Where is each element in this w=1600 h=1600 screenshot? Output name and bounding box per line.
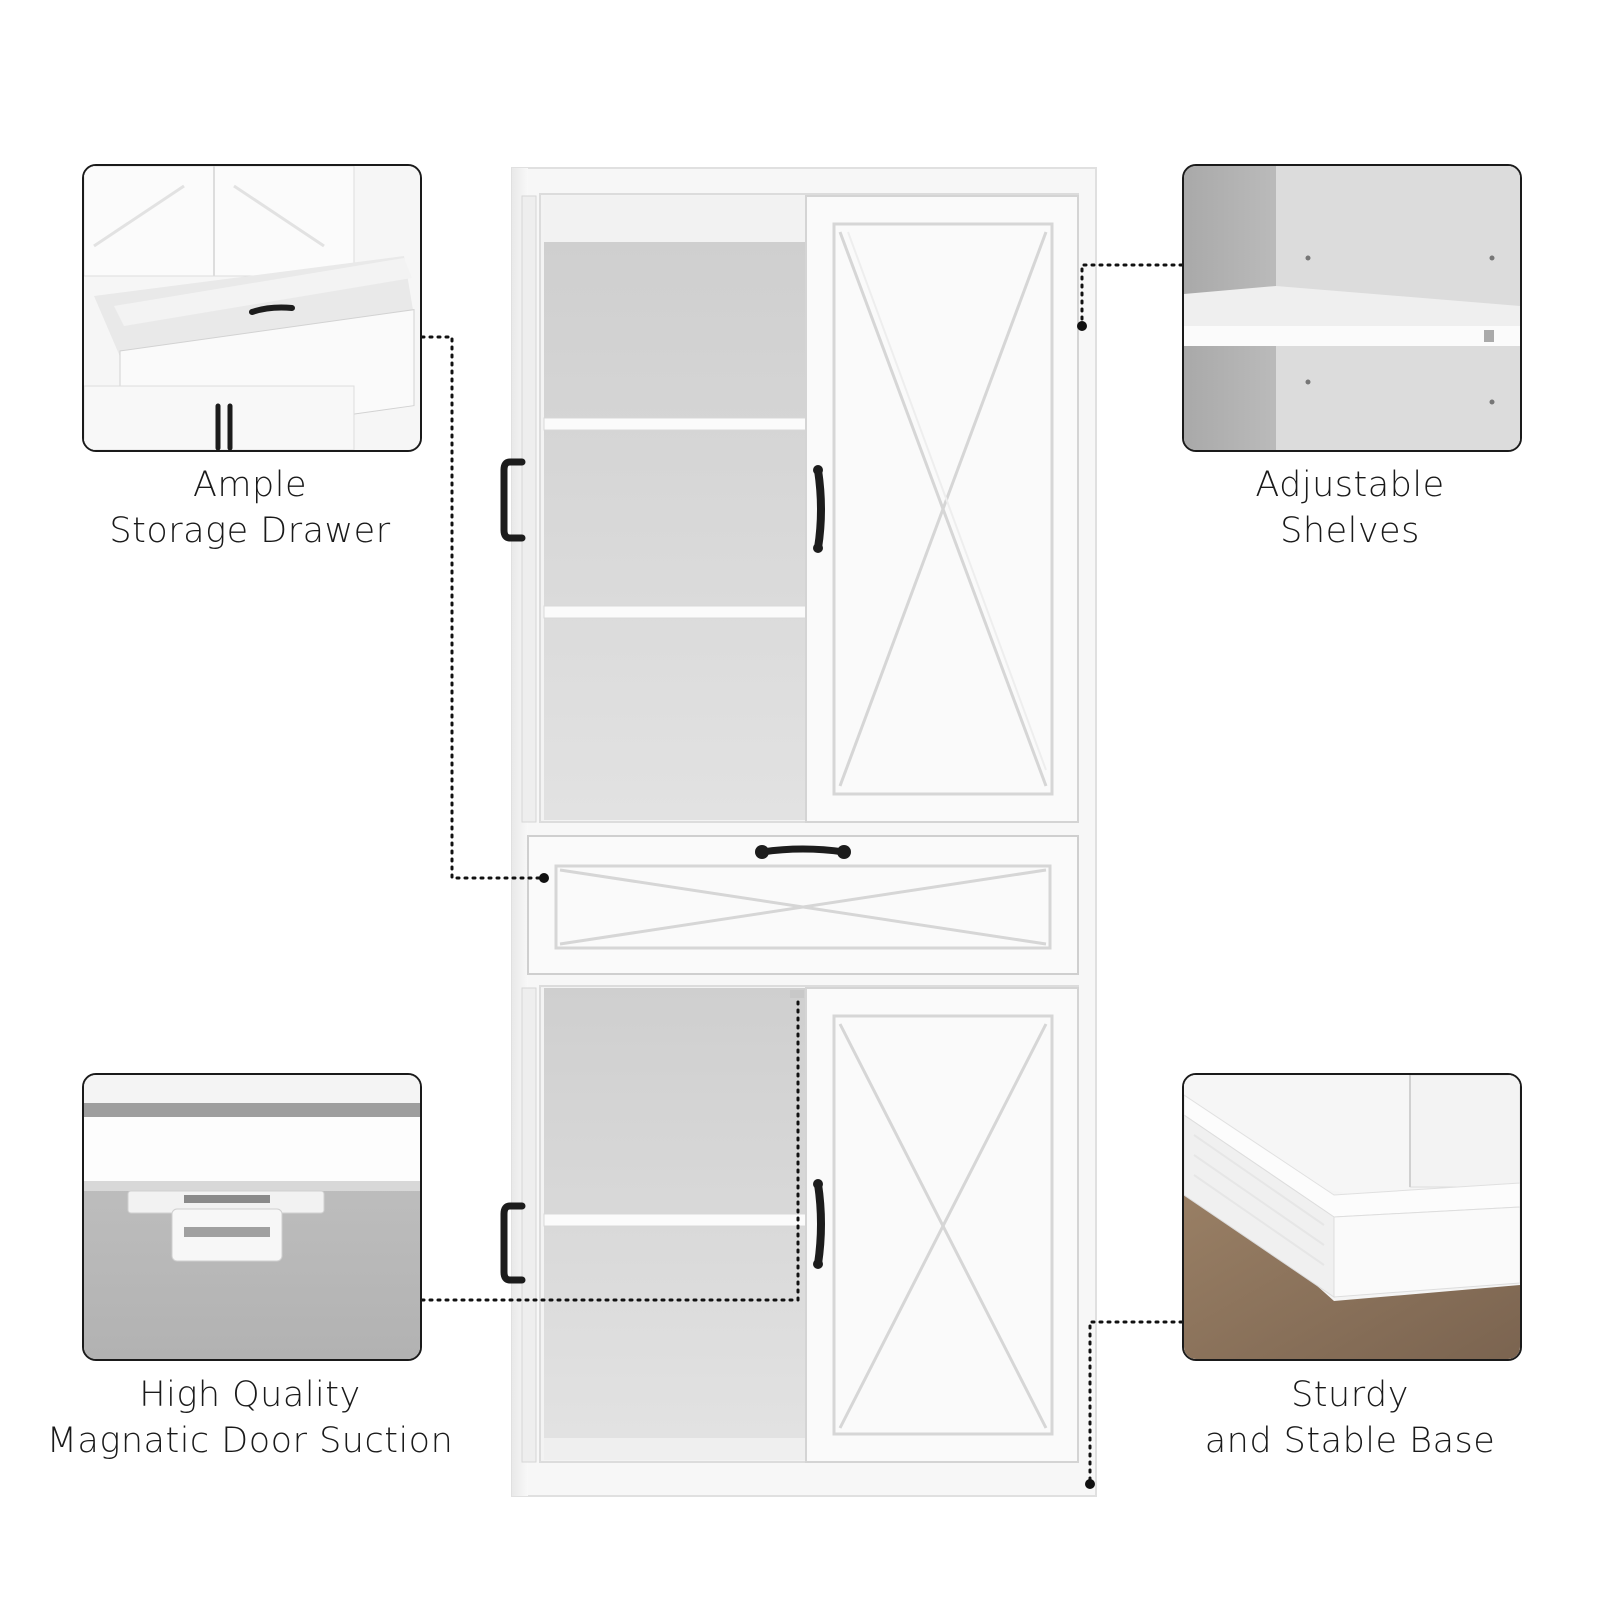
upper-right-door — [805, 195, 1079, 823]
drawer-closeup-image — [82, 164, 422, 452]
upper-left-door-handle — [500, 458, 526, 542]
base-caption-line2: and Stable Base — [1204, 1421, 1496, 1461]
drawer-caption-line1: Ample — [192, 465, 307, 505]
drawer-front — [527, 835, 1079, 975]
connector-base — [1088, 1320, 1192, 1486]
magnet-catch-closeup-image — [82, 1073, 422, 1361]
upper-right-door-handle — [814, 466, 825, 552]
lower-interior — [544, 988, 806, 1438]
lower-right-door-handle — [814, 1180, 825, 1268]
magnet-caption-line2: Magnatic Door Suction — [46, 1421, 454, 1461]
connector-drawer — [420, 335, 546, 880]
lower-left-door-handle — [500, 1202, 526, 1284]
shelves-caption-line1: Adjustable — [1255, 465, 1445, 505]
drawer-caption-line2: Storage Drawer — [109, 511, 391, 551]
shelves-caption: Adjustable Shelves — [1120, 462, 1580, 554]
connector-shelves — [1080, 263, 1192, 328]
drawer-handle — [758, 845, 848, 856]
base-closeup-image — [1182, 1073, 1522, 1361]
upper-interior — [544, 242, 806, 820]
magnet-caption: High Quality Magnatic Door Suction — [20, 1372, 480, 1464]
connector-magnet — [420, 998, 800, 1302]
shelves-caption-line2: Shelves — [1280, 511, 1420, 551]
base-caption-line1: Sturdy — [1291, 1375, 1409, 1415]
drawer-caption: Ample Storage Drawer — [20, 462, 480, 554]
magnet-caption-line1: High Quality — [139, 1375, 361, 1415]
base-caption: Sturdy and Stable Base — [1120, 1372, 1580, 1464]
shelf-closeup-image — [1182, 164, 1522, 452]
